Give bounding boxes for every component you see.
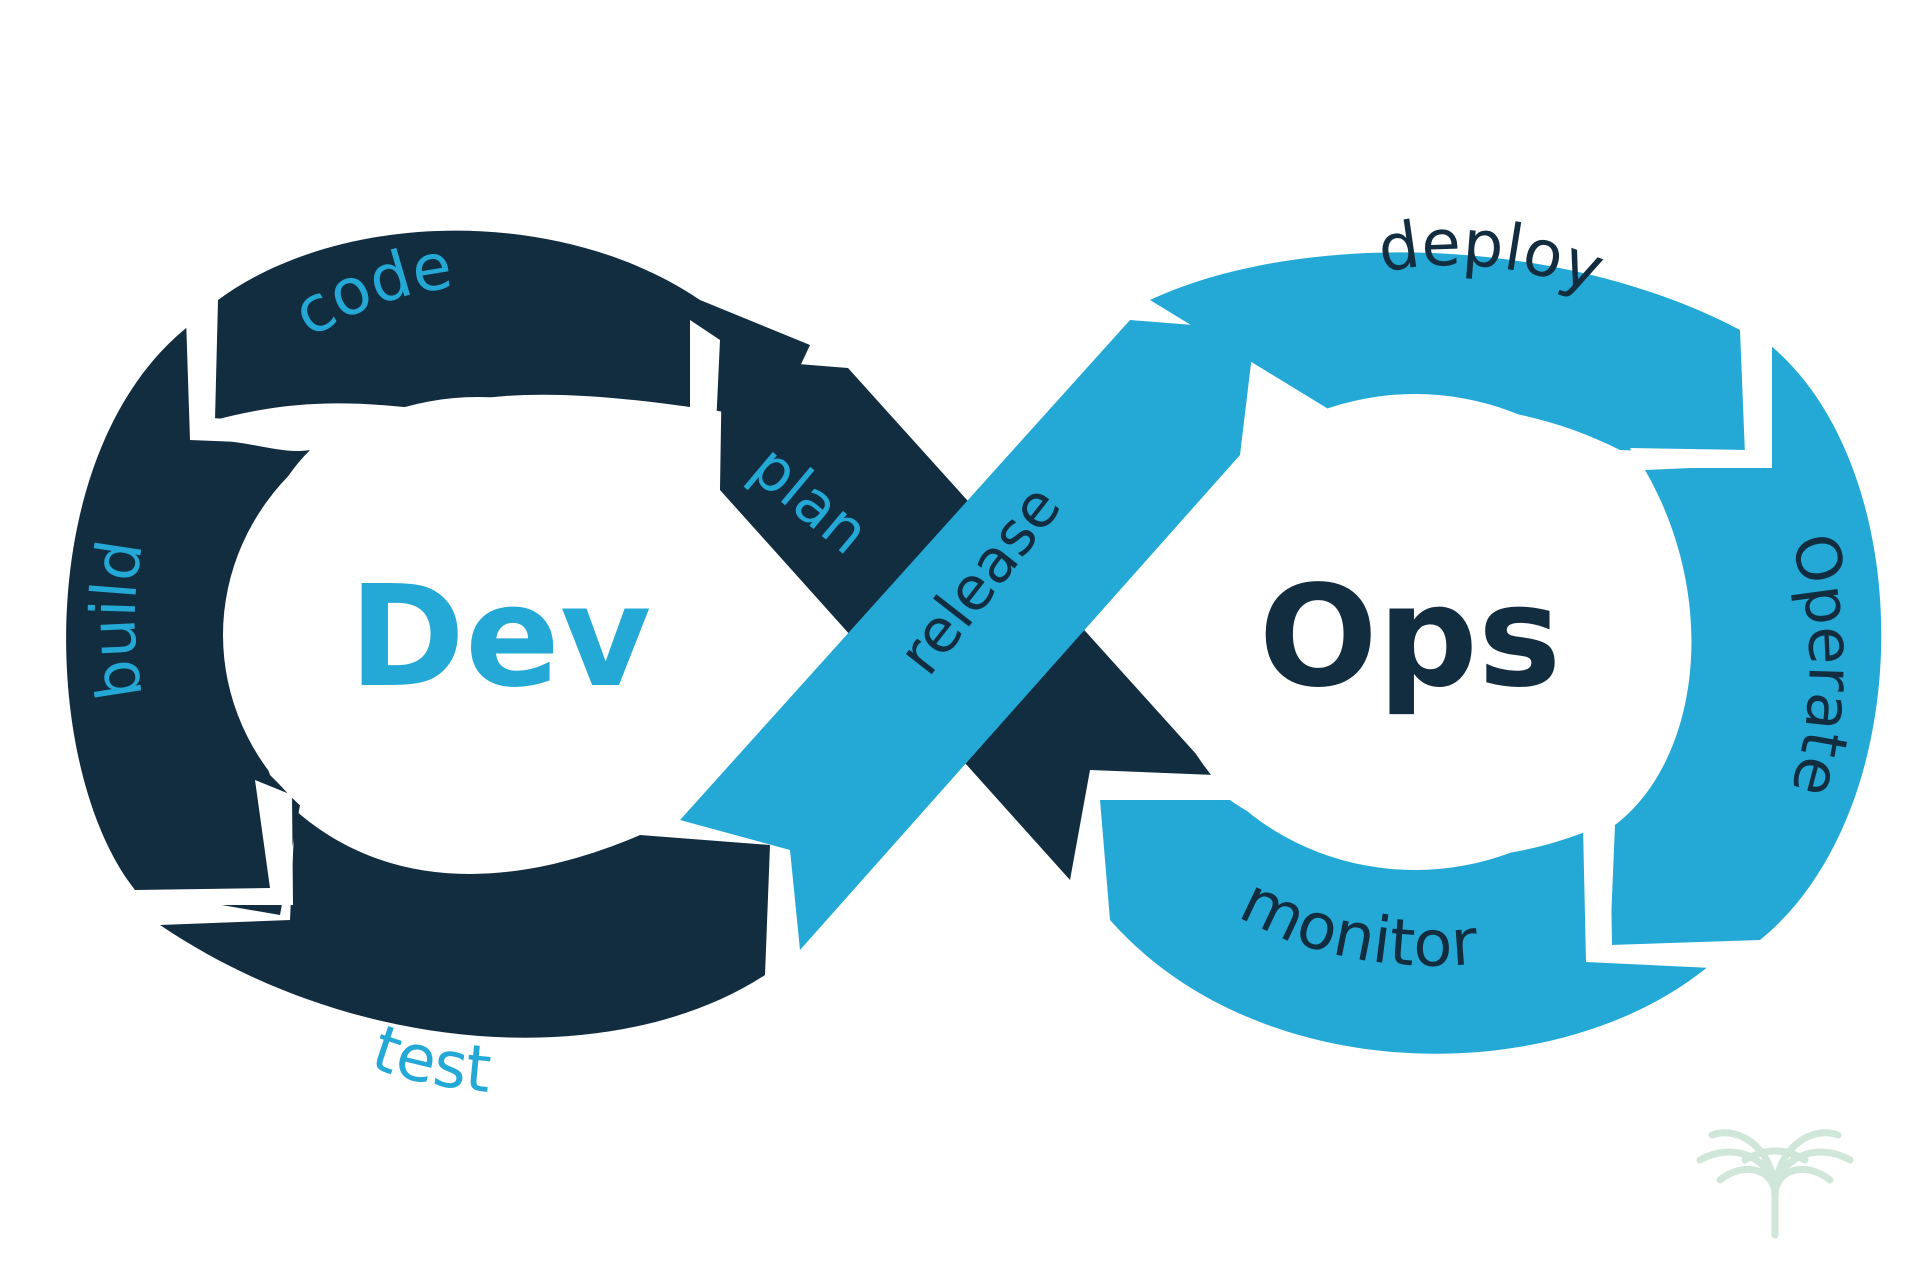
dev-segment-bottom: [160, 810, 770, 1038]
ops-separator-operate-monitor: [1583, 815, 1735, 968]
stage-label-build: build: [76, 535, 157, 704]
ops-title: Ops: [1259, 556, 1562, 719]
ops-segment-right: [1610, 345, 1882, 945]
ops-separator-deploy-operate: [1630, 330, 1772, 468]
dev-separator-code-plan: [690, 320, 720, 470]
ops-segment-bottom: [1100, 800, 1710, 1054]
ops-hub: [1160, 394, 1670, 870]
dev-separator-code-build: [186, 312, 312, 445]
dev-ring: [66, 230, 810, 1038]
dev-separator-build-test: [135, 780, 293, 905]
ops-segment-top: [1150, 252, 1745, 455]
release-strand: [680, 320, 1255, 950]
dev-segment-top: [215, 230, 810, 420]
dev-title: Dev: [349, 556, 651, 719]
dev-hub: [223, 397, 733, 873]
leaf-fan-logo-icon: [1696, 1129, 1854, 1239]
dev-segment-left: [66, 325, 310, 915]
ops-ring: [1100, 252, 1882, 1054]
